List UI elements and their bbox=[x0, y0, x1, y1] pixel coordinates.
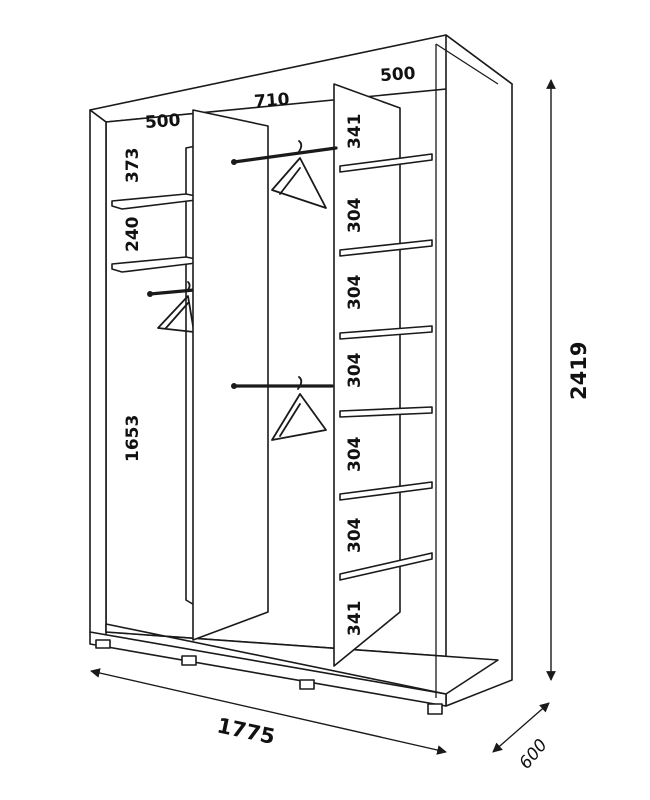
left-top-shelf-label: 373 bbox=[123, 148, 143, 184]
inner-dimension-labels: 500 710 500 373 240 1653 341 304 304 304… bbox=[123, 64, 416, 636]
right-shelf-4-label: 304 bbox=[345, 352, 365, 388]
right-shelf-2-label: 304 bbox=[345, 197, 365, 233]
left-section-width-label: 500 bbox=[144, 111, 181, 133]
left-second-shelf-label: 240 bbox=[123, 216, 143, 252]
right-section-width-label: 500 bbox=[379, 64, 416, 86]
width-dimension-line bbox=[90, 668, 447, 755]
middle-section bbox=[192, 83, 401, 667]
total-width-label: 1775 bbox=[215, 713, 277, 749]
right-shelf-3-label: 304 bbox=[345, 274, 365, 310]
depth-dimension-line bbox=[492, 702, 550, 753]
right-section-shelves bbox=[339, 153, 433, 581]
total-height-label: 2419 bbox=[567, 342, 591, 400]
depth-label: 600 bbox=[516, 735, 552, 773]
right-shelf-6-label: 304 bbox=[345, 517, 365, 553]
middle-section-width-label: 710 bbox=[253, 90, 290, 112]
right-shelf-5-label: 304 bbox=[345, 436, 365, 472]
right-shelf-1-label: 341 bbox=[345, 114, 365, 150]
wardrobe-carcass bbox=[89, 34, 513, 707]
left-hanging-label: 1653 bbox=[123, 415, 143, 462]
right-shelf-7-label: 341 bbox=[345, 601, 365, 637]
